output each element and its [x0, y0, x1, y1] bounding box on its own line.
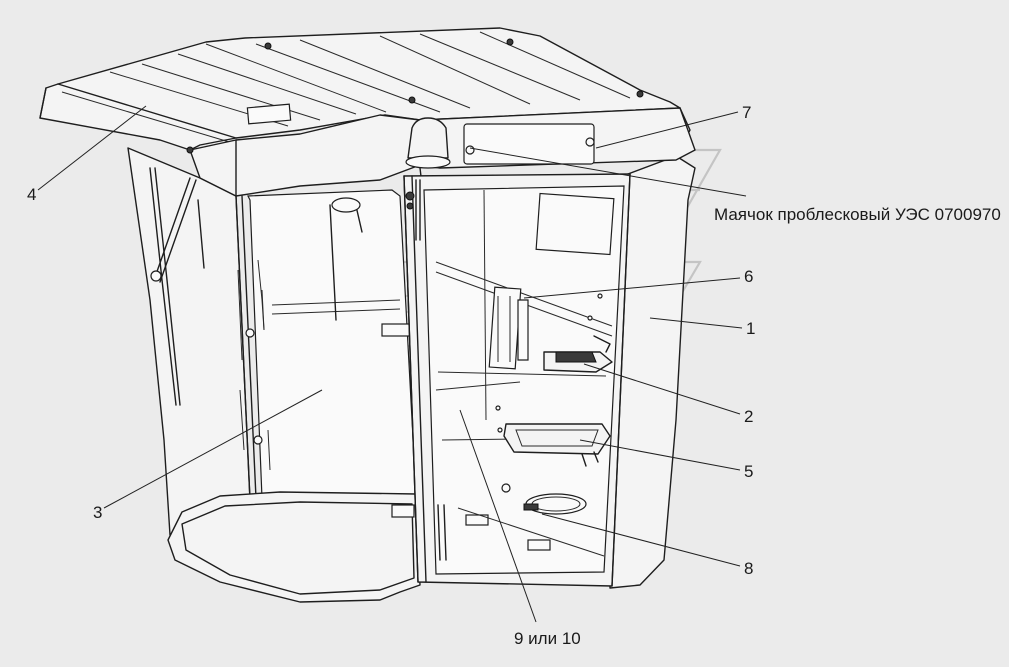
leader-3	[103, 389, 323, 509]
callout-beacon: Маячок проблесковый УЭС 0700970	[714, 205, 1001, 224]
beacon-lamp	[405, 117, 451, 186]
leader-2	[583, 363, 741, 415]
wiper	[149, 167, 205, 406]
callout-7: 7	[742, 103, 752, 122]
callout-8: 8	[744, 559, 754, 578]
callout-1: 1	[746, 319, 756, 338]
leader-7	[595, 111, 739, 149]
callout-3: 3	[93, 503, 103, 522]
leader-lines	[37, 105, 747, 623]
leader-beacon	[469, 147, 747, 197]
callout-9-10: 9 или 10	[514, 629, 581, 648]
leader-5	[579, 439, 741, 471]
cab-floor	[167, 491, 421, 603]
door-components	[457, 286, 613, 557]
item-6-bracket	[488, 286, 522, 370]
leader-8	[541, 513, 741, 567]
leader-9-10	[459, 409, 537, 623]
leader-4	[37, 105, 147, 191]
callout-5: 5	[744, 462, 754, 481]
leader-6	[523, 277, 741, 299]
callout-4: 4	[27, 185, 37, 204]
callout-2: 2	[744, 407, 754, 426]
leader-1	[649, 317, 743, 329]
callout-6: 6	[744, 267, 754, 286]
cab-door	[403, 173, 631, 587]
